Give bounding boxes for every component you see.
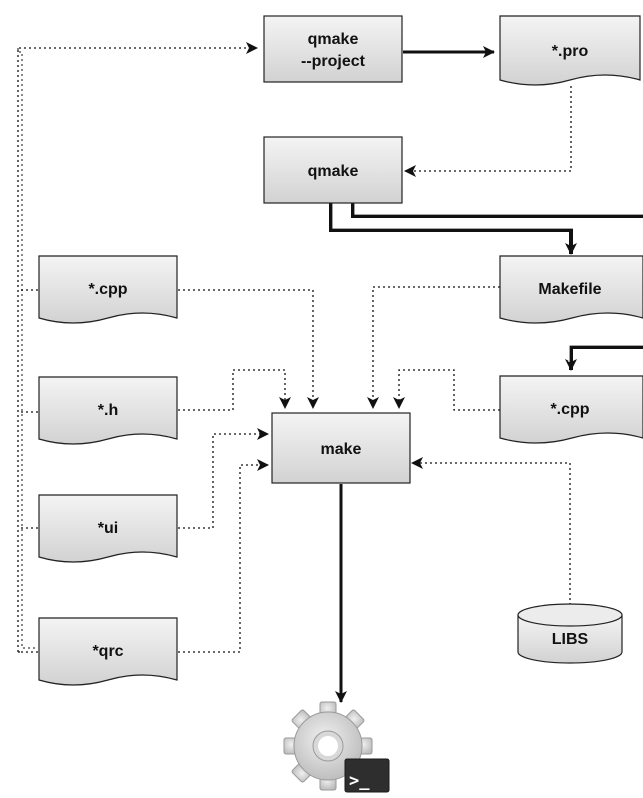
node-makefile: Makefile xyxy=(499,255,643,324)
edge-ui-to-make xyxy=(178,428,269,529)
edge-qmake-to-offscreen xyxy=(351,203,643,218)
edge-sources-to-qmake-project xyxy=(17,48,257,653)
node-libs: LIBS xyxy=(517,603,623,664)
edge-qrc-to-make xyxy=(178,459,269,653)
node-h-file: *.h xyxy=(38,376,178,445)
qmake-label: qmake xyxy=(308,163,359,180)
makefile-label: Makefile xyxy=(538,281,601,298)
node-pro-file: *.pro xyxy=(499,15,641,86)
edge-cpp-to-make xyxy=(178,289,319,409)
terminal-icon: >_ xyxy=(344,758,390,793)
terminal-prompt: >_ xyxy=(349,771,370,791)
node-cpp-source: *.cpp xyxy=(38,255,178,324)
edge-h-to-make xyxy=(178,369,291,411)
qrc-file-label: *qrc xyxy=(92,643,123,660)
edge-offscreen-to-cpp xyxy=(565,345,643,371)
make-label: make xyxy=(321,441,362,458)
gear-terminal-icon: >_ xyxy=(283,701,390,793)
ui-file-label: *ui xyxy=(98,520,118,537)
cpp-generated-label: *.cpp xyxy=(550,401,589,418)
h-file-label: *.h xyxy=(98,402,118,419)
node-qrc-file: *qrc xyxy=(38,617,178,686)
qmake-project-label-line2: --project xyxy=(301,53,366,70)
libs-label: LIBS xyxy=(552,631,589,648)
node-ui-file: *ui xyxy=(38,494,178,563)
connectors xyxy=(17,48,643,703)
edge-pro-to-qmake xyxy=(404,86,572,177)
edge-gencpp-to-make xyxy=(393,369,500,411)
pro-file-label: *.pro xyxy=(552,43,589,60)
node-qmake: qmake xyxy=(263,136,403,204)
edge-qmake-to-makefile xyxy=(329,203,577,255)
node-make: make xyxy=(271,412,411,484)
node-cpp-generated: *.cpp xyxy=(499,375,643,444)
edge-makefile-to-make xyxy=(367,286,500,409)
cpp-source-label: *.cpp xyxy=(88,281,127,298)
edge-libs-to-make xyxy=(411,457,571,605)
node-qmake-project: qmake --project xyxy=(263,15,403,83)
qmake-project-label-line1: qmake xyxy=(308,31,359,48)
